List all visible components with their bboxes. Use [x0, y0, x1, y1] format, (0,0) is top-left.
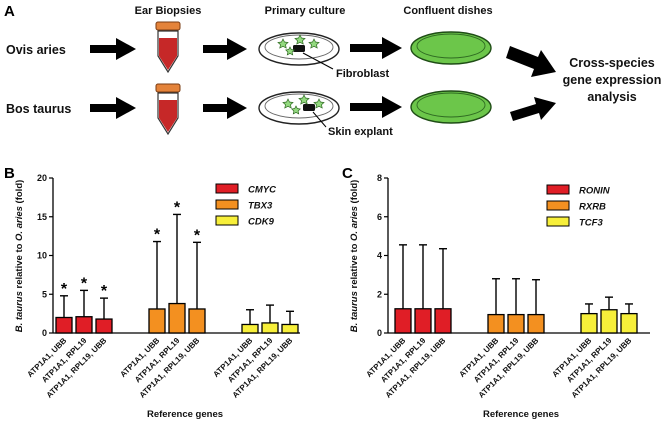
primary-culture-dish-icon [258, 91, 340, 125]
legend-label-cmyc: CMYC [248, 185, 276, 196]
bar-cdk9 [281, 323, 299, 334]
analysis-label-line3: analysis [587, 90, 636, 104]
y-tick-label: 0 [377, 328, 382, 338]
y-tick-label: 0 [42, 328, 47, 338]
bar-rxrb [507, 313, 525, 334]
arrow-row2-to-green-dish [350, 96, 402, 118]
arrow-row1-to-tube [90, 38, 136, 60]
y-axis-title-part: relative to [14, 241, 25, 291]
chart-panel-c: C B. taurus relative to O. aries (fold) … [342, 165, 650, 420]
bar-cmyc [95, 318, 113, 334]
analysis-label-line1: Cross-species [569, 56, 655, 70]
chart-panel-b: B B. taurus relative to O. aries (fold) … [4, 165, 300, 420]
significance-star: * [174, 199, 181, 216]
bar-tbx3 [168, 302, 186, 334]
step-label-primary-culture: Primary culture [265, 5, 346, 17]
y-axis-title-part: relative to [349, 241, 360, 291]
bar-cdk9 [241, 323, 259, 334]
y-tick-label: 6 [377, 212, 382, 222]
skin-explant-callout: Skin explant [328, 126, 393, 138]
bar-tbx3 [188, 308, 206, 334]
legend-label-rxrb: RXRB [579, 202, 606, 213]
analysis-label-line2: gene expression [563, 73, 662, 87]
y-axis-title-part: B. taurus [14, 291, 25, 332]
arrow-row2-to-dish [203, 97, 247, 119]
legend-swatch-cmyc [215, 183, 239, 194]
y-tick-label: 5 [42, 289, 47, 299]
legend-swatch-rxrb [546, 200, 570, 211]
bar-tcf3 [580, 312, 598, 334]
y-axis-title-part: (fold) [349, 180, 360, 206]
significance-star: * [61, 281, 68, 298]
arrow-row1-to-analysis [506, 46, 556, 77]
confluent-dish-icon [410, 31, 492, 65]
species-label-bos-taurus: Bos taurus [6, 102, 71, 116]
confluent-dish-icon [410, 90, 492, 124]
species-label-ovis-aries: Ovis aries [6, 43, 66, 57]
fibroblast-callout: Fibroblast [336, 68, 390, 80]
step-label-confluent-dishes: Confluent dishes [403, 5, 492, 17]
skin-explant-cells-icon [282, 94, 325, 115]
x-axis-title: Reference genes [147, 409, 223, 420]
significance-star: * [194, 227, 201, 244]
y-axis-title: B. taurus relative to O. aries (fold) [349, 180, 360, 333]
bar-ronin [414, 308, 432, 334]
primary-culture-dish-icon [258, 32, 340, 66]
x-axis-title: Reference genes [483, 409, 559, 420]
panel-a: A Ear Biopsies Primary culture Confluent… [4, 3, 661, 138]
bar-ronin [434, 308, 452, 334]
y-tick-label: 10 [37, 251, 47, 261]
y-tick-label: 20 [37, 173, 47, 183]
significance-star: * [81, 275, 88, 292]
bar-tbx3 [148, 308, 166, 334]
bar-tcf3 [620, 312, 638, 334]
skin-explant-callout-line [312, 111, 327, 128]
bar-cmyc [55, 316, 73, 334]
legend-swatch-cdk9 [215, 215, 239, 226]
y-tick-label: 4 [377, 251, 382, 261]
bar-cmyc [75, 316, 93, 334]
significance-star: * [101, 283, 108, 300]
panel-b-letter: B [4, 165, 15, 182]
legend-swatch-tcf3 [546, 216, 570, 227]
bar-ronin [394, 308, 412, 334]
bar-tcf3 [600, 309, 618, 334]
panel-a-letter: A [4, 3, 15, 20]
legend-label-ronin: RONIN [579, 186, 611, 197]
panel-c-letter: C [342, 165, 353, 182]
arrow-row1-to-green-dish [350, 37, 402, 59]
bar-cdk9 [261, 322, 279, 334]
y-axis-title-part: B. taurus [349, 291, 360, 332]
y-tick-label: 15 [37, 212, 47, 222]
fibroblast-callout-line [302, 52, 334, 70]
y-axis-title-part: (fold) [14, 180, 25, 206]
legend-label-cdk9: CDK9 [248, 217, 275, 228]
ear-biopsy-tube-icon [155, 21, 181, 74]
step-label-ear-biopsies: Ear Biopsies [135, 5, 202, 17]
bar-rxrb [527, 313, 545, 334]
y-axis-title-part: O. aries [349, 206, 360, 241]
y-axis-title-part: O. aries [14, 206, 25, 241]
y-tick-label: 8 [377, 173, 382, 183]
legend-swatch-tbx3 [215, 199, 239, 210]
arrow-row1-to-dish [203, 38, 247, 60]
legend-label-tcf3: TCF3 [579, 218, 603, 229]
y-tick-label: 2 [377, 289, 382, 299]
arrow-row2-to-analysis [510, 97, 556, 121]
legend-swatch-ronin [546, 184, 570, 195]
significance-star: * [154, 227, 161, 244]
arrow-row2-to-tube [90, 97, 136, 119]
fibroblast-cell-icon [277, 34, 320, 56]
ear-biopsy-tube-icon [155, 83, 181, 136]
y-axis-title: B. taurus relative to O. aries (fold) [14, 180, 25, 333]
bar-rxrb [487, 313, 505, 334]
legend-label-tbx3: TBX3 [248, 201, 273, 212]
